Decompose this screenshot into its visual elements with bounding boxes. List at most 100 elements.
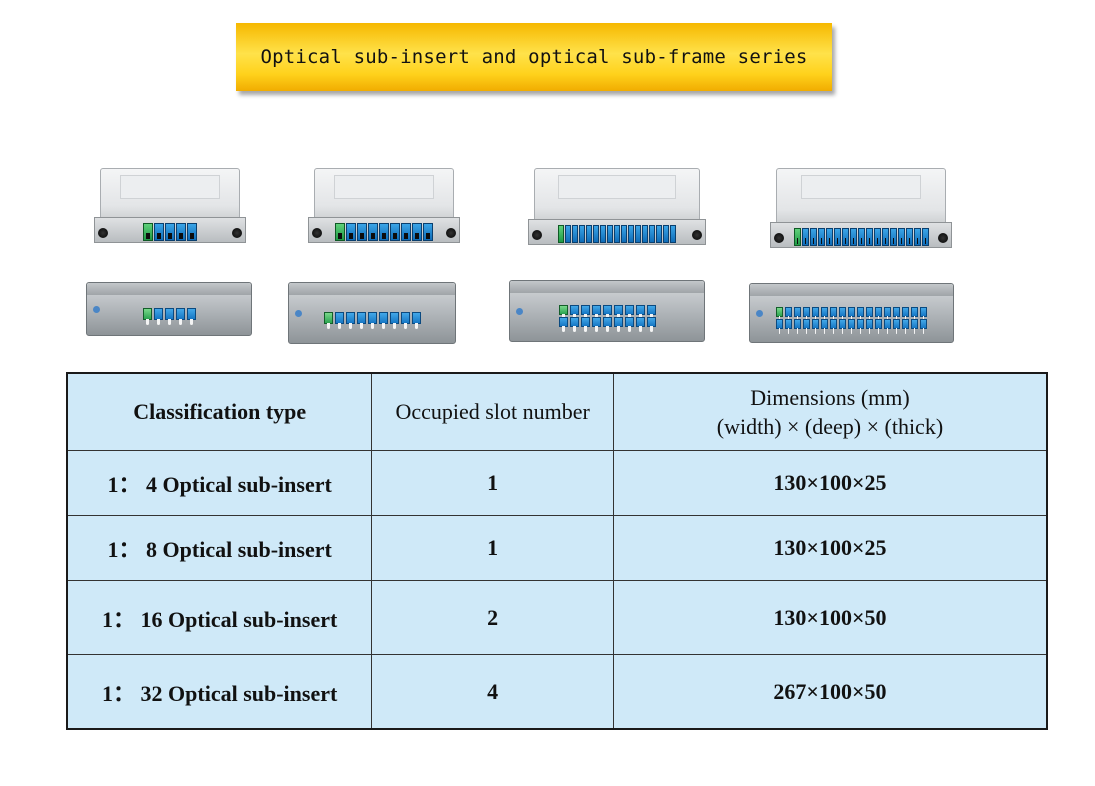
chassis-label-plate (120, 175, 220, 199)
output-port-icon (809, 228, 817, 246)
cassette-body (509, 280, 705, 342)
output-port-icon (812, 319, 819, 334)
output-port-icon (821, 307, 828, 322)
output-port-icon (153, 308, 163, 325)
output-port-icon (586, 225, 592, 243)
cassette-top-strip (289, 283, 455, 295)
product-image-cassette-1x8 (288, 282, 456, 344)
indicator-dot-icon (295, 310, 302, 317)
output-port-icon (821, 319, 828, 334)
port-row (558, 305, 656, 320)
output-port-icon (368, 223, 378, 241)
screw-icon (774, 233, 784, 243)
output-port-icon (841, 228, 849, 246)
input-port-icon (558, 305, 568, 320)
table-row: 1： 16 Optical sub-insert 2 130×100×50 (66, 580, 1048, 655)
output-port-icon (921, 228, 929, 246)
output-port-icon (356, 312, 366, 329)
output-port-icon (817, 228, 825, 246)
output-port-icon (642, 225, 648, 243)
output-port-icon (830, 319, 837, 334)
port-row (323, 312, 421, 329)
table-header-row: Classification type Occupied slot number… (66, 372, 1048, 451)
output-port-icon (591, 317, 601, 332)
cell-type: 1： 8 Optical sub-insert (66, 515, 373, 581)
screw-icon (938, 233, 948, 243)
indicator-dot-icon (516, 308, 523, 315)
product-image-rack-1x8 (308, 168, 460, 243)
output-port-icon (803, 319, 810, 334)
output-port-icon (400, 312, 410, 329)
output-port-icon (911, 319, 918, 334)
port-row (776, 307, 927, 322)
output-port-icon (801, 228, 809, 246)
output-port-icon (635, 317, 645, 332)
cell-dimensions: 130×100×25 (612, 450, 1048, 516)
title-banner: Optical sub-insert and optical sub-frame… (236, 23, 832, 91)
product-image-rack-1x32 (770, 168, 952, 248)
cell-dimensions: 130×100×25 (612, 515, 1048, 581)
output-port-icon (600, 225, 606, 243)
output-port-icon (602, 305, 612, 320)
header-dimensions-line1: Dimensions (mm) (750, 385, 910, 410)
product-image-cassette-1x32 (749, 283, 954, 343)
cassette-port-area (509, 290, 705, 342)
output-port-icon (920, 319, 927, 334)
port-row (142, 308, 196, 325)
cell-type: 1： 16 Optical sub-insert (66, 580, 373, 655)
output-port-icon (902, 307, 909, 322)
output-port-icon (572, 225, 578, 243)
header-dimensions-line2: (width) × (deep) × (thick) (716, 414, 944, 439)
header-slot-number: Occupied slot number (371, 372, 614, 451)
output-port-icon (646, 305, 656, 320)
output-port-icon (889, 228, 897, 246)
output-port-icon (893, 319, 900, 334)
output-port-icon (591, 305, 601, 320)
output-port-icon (649, 225, 655, 243)
output-port-icon (154, 223, 164, 241)
output-port-icon (635, 305, 645, 320)
output-port-icon (565, 225, 571, 243)
output-port-icon (635, 225, 641, 243)
output-port-icon (367, 312, 377, 329)
output-port-icon (334, 312, 344, 329)
input-port-icon (793, 228, 801, 246)
output-port-icon (423, 223, 433, 241)
output-port-icon (866, 307, 873, 322)
screw-icon (532, 230, 542, 240)
output-port-icon (176, 223, 186, 241)
output-port-icon (593, 225, 599, 243)
indicator-dot-icon (93, 306, 100, 313)
output-port-icon (812, 307, 819, 322)
output-port-icon (670, 225, 676, 243)
cell-dimensions: 267×100×50 (612, 654, 1048, 730)
output-port-icon (913, 228, 921, 246)
front-panel (528, 219, 706, 245)
output-port-icon (884, 319, 891, 334)
cell-slots: 2 (371, 580, 614, 655)
port-row (558, 317, 656, 332)
output-port-icon (857, 319, 864, 334)
output-port-icon (839, 307, 846, 322)
output-port-icon (607, 225, 613, 243)
output-port-icon (346, 223, 356, 241)
output-port-icon (624, 305, 634, 320)
cassette-top-strip (510, 281, 704, 293)
output-port-icon (378, 312, 388, 329)
table-row: 1： 8 Optical sub-insert 1 130×100×25 (66, 515, 1048, 581)
output-port-icon (613, 305, 623, 320)
cassette-top-strip (87, 283, 251, 295)
output-port-icon (905, 228, 913, 246)
output-port-icon (794, 319, 801, 334)
cassette-top-strip (750, 284, 953, 296)
output-port-icon (558, 317, 568, 332)
output-port-icon (857, 307, 864, 322)
chassis-body (100, 168, 240, 223)
chassis-label-plate (800, 175, 922, 199)
cell-type: 1： 32 Optical sub-insert (66, 654, 373, 730)
output-port-icon (175, 308, 185, 325)
output-port-icon (897, 228, 905, 246)
output-port-icon (902, 319, 909, 334)
output-port-icon (646, 317, 656, 332)
cassette-port-area (86, 292, 252, 336)
